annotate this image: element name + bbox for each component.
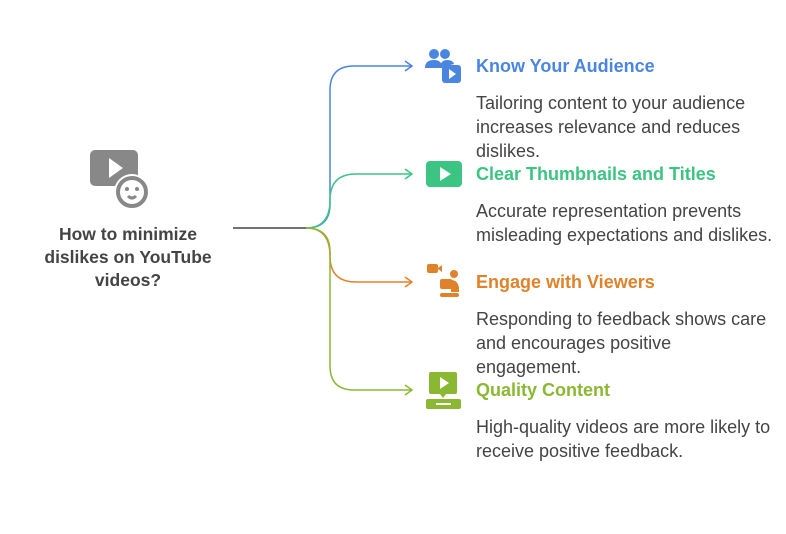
- arrow-1: [404, 60, 414, 72]
- play-button-icon: [426, 161, 462, 187]
- arrow-4: [404, 384, 414, 396]
- branch-line-2: [305, 173, 412, 229]
- arrow-2: [404, 168, 414, 180]
- description-engage-viewers: Responding to feedback shows care and en…: [476, 309, 767, 377]
- audience-video-icon: [425, 49, 461, 83]
- branch-line-4: [305, 227, 412, 391]
- central-question: How to minimize dislikes on YouTube vide…: [44, 224, 212, 290]
- heading-clear-thumbnails: Clear Thumbnails and Titles: [476, 164, 716, 184]
- video-screen-icon: [426, 372, 461, 409]
- description-quality-content: High-quality videos are more likely to r…: [476, 417, 771, 461]
- branch-line-3: [305, 227, 412, 283]
- video-baby-icon: [90, 150, 150, 210]
- heading-know-your-audience: Know Your Audience: [476, 56, 655, 76]
- arrow-3: [404, 276, 414, 288]
- description-know-your-audience: Tailoring content to your audience incre…: [476, 93, 746, 161]
- branch-line-1: [305, 65, 412, 229]
- heading-quality-content: Quality Content: [476, 380, 610, 400]
- description-clear-thumbnails: Accurate representation prevents mislead…: [476, 201, 773, 245]
- heading-engage-viewers: Engage with Viewers: [476, 272, 655, 292]
- viewer-engagement-icon: [427, 264, 459, 297]
